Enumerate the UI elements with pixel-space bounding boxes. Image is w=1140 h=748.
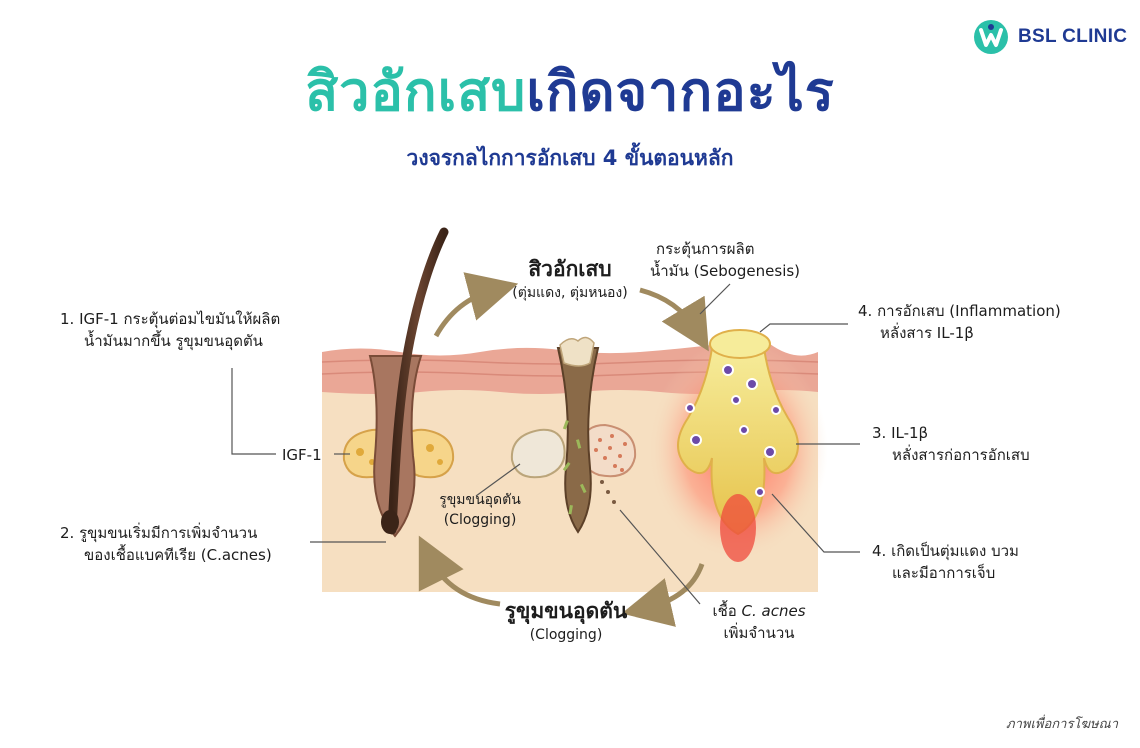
label-step-1-line-1: 1. IGF-1 กระตุ้นต่อมไขมันให้ผลิต (60, 310, 281, 328)
page-subtitle: วงจรกลไกการอักเสบ 4 ขั้นตอนหลัก (406, 146, 734, 170)
cycle-arrow-top-right (639, 287, 709, 352)
brand-logo: BSL CLINIC (972, 18, 1127, 56)
label-clogging-title: รูขุมขนอุดตัน (504, 599, 628, 623)
label-clogging-subtitle: (Clogging) (529, 627, 603, 643)
label-inflammation-line-1: 4. การอักเสบ (Inflammation) (858, 302, 1061, 320)
hair-bulb (381, 510, 399, 534)
label-cacnes-line-2: เพิ่มจำนวน (723, 624, 795, 642)
label-cacnes-prefix: เชื้อ (712, 602, 742, 620)
label-cacnes-italic: C. acnes (741, 602, 806, 620)
label-inflammation: 4. การอักเสบ (Inflammation) หลั่งสาร IL-… (858, 300, 1061, 344)
sebum-plug (559, 336, 595, 367)
leader-sebo (699, 283, 731, 315)
label-step-2: 2. รูขุมขนเริ่มมีการเพิ่มจำนวน ของเชื้อแ… (60, 522, 272, 566)
label-il1b-line-2: หลั่งสารก่อการอักเสบ (892, 446, 1030, 464)
cycle-arrow-bottom-right (621, 563, 705, 627)
title-part-1: สิวอักเสบ (305, 60, 527, 123)
hair-shaft (387, 227, 449, 535)
label-pimple-title: สิวอักเสบ (528, 257, 612, 281)
advertising-note: ภาพเพื่อการโฆษณา (1006, 717, 1118, 732)
brand-name: BSL CLINIC (1018, 26, 1128, 47)
page-title: สิวอักเสบเกิดจากอะไร (0, 56, 1140, 128)
label-clogging-inner-line-1: รูขุมขนอุดตัน (439, 492, 521, 508)
title-part-2: เกิดจากอะไร (526, 60, 835, 123)
leader-clog-inner (475, 463, 521, 497)
label-clogging: รูขุมขนอุดตัน (Clogging) (496, 598, 636, 646)
label-step-1-line-2: น้ำมันมากขึ้น รูขุมขนอุดตัน (84, 332, 263, 350)
label-cacnes-line-1: เชื้อ C. acnes (694, 600, 824, 622)
pustule-head (709, 329, 771, 359)
leader-step1 (231, 368, 276, 455)
label-sebogenesis-line-2: น้ำมัน (Sebogenesis) (650, 262, 801, 280)
label-pimple-subtitle: (ตุ่มแดง, ตุ่มหนอง) (512, 285, 628, 301)
label-il1b: 3. IL-1β หลั่งสารก่อการอักเสบ (872, 422, 1030, 466)
leader-inflam (759, 323, 848, 333)
label-red-bump-line-1: 4. เกิดเป็นตุ่มแดง บวม (872, 542, 1019, 560)
label-red-bump-line-2: และมีอาการเจ็บ (892, 564, 996, 582)
label-step-2-line-2: ของเชื้อแบคทีเรีย (C.acnes) (84, 546, 272, 564)
inflamed-base (720, 494, 756, 562)
label-sebogenesis-line-1: กระตุ้นการผลิต (656, 240, 755, 258)
cycle-arrow-top-left (433, 272, 519, 338)
immune-cells (685, 364, 781, 497)
leader-cacnes (619, 509, 701, 605)
label-pimple: สิวอักเสบ (ตุ่มแดง, ตุ่มหนอง) (500, 256, 640, 304)
leader-red (771, 493, 860, 553)
label-clogging-inner: รูขุมขนอุดตัน (Clogging) (420, 490, 540, 530)
bsl-logo-icon (974, 20, 1008, 54)
label-step-2-line-1: 2. รูขุมขนเริ่มมีการเพิ่มจำนวน (60, 524, 258, 542)
label-red-bump: 4. เกิดเป็นตุ่มแดง บวม และมีอาการเจ็บ (872, 540, 1019, 584)
label-sebogenesis: กระตุ้นการผลิต น้ำมัน (Sebogenesis) (650, 238, 800, 282)
label-step-1: 1. IGF-1 กระตุ้นต่อมไขมันให้ผลิต น้ำมันม… (60, 308, 280, 352)
label-il1b-line-1: 3. IL-1β (872, 424, 929, 442)
cycle-arrow-bottom-left (418, 535, 501, 607)
label-cacnes: เชื้อ C. acnes เพิ่มจำนวน (694, 600, 824, 644)
label-igf1: IGF-1 (282, 446, 322, 464)
label-clogging-inner-line-2: (Clogging) (443, 512, 517, 528)
sebaceous-gland-clog-left (510, 428, 566, 479)
label-inflammation-line-2: หลั่งสาร IL-1β (880, 324, 974, 342)
